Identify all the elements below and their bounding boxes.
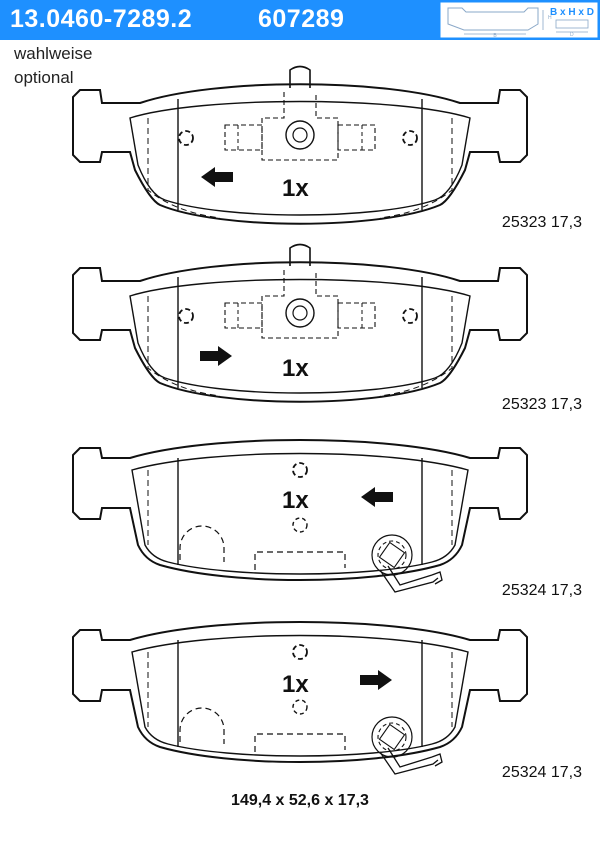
note-wahlweise: wahlweise (14, 44, 93, 63)
note-optional: optional (14, 68, 74, 87)
pad-4: 1x (72, 621, 528, 775)
svg-text:D: D (570, 32, 574, 38)
pad-2-arrow-right-icon (200, 346, 232, 366)
pad-4-outline (72, 621, 528, 775)
pad-3-arrow-left-icon (361, 487, 393, 507)
header-bar: 13.0460-7289.2 607289 B H D B x H x D (0, 0, 600, 40)
overall-dimensions: 149,4 x 52,6 x 17,3 (231, 792, 369, 809)
svg-text:B: B (493, 33, 497, 38)
pad-1-quantity: 1x (282, 175, 309, 202)
pad-2: 1x (72, 243, 528, 403)
reference-number: 607289 (258, 5, 345, 33)
pad-3: 1x (72, 439, 528, 593)
pad-2-quantity: 1x (282, 355, 309, 382)
article-number: 13.0460-7289.2 (10, 5, 193, 33)
pad-1: 1x (72, 65, 528, 225)
dims-icon-label: B x H x D (550, 7, 594, 18)
pad-4-quantity: 1x (282, 671, 309, 698)
pad-1-code: 25323 17,3 (501, 214, 582, 231)
svg-text:H: H (548, 15, 552, 21)
pad-4-arrow-right-icon (360, 670, 392, 690)
pad-3-code: 25324 17,3 (501, 582, 582, 599)
pad-dimension-icon: B H D B x H x D (440, 2, 598, 38)
pad-3-outline (72, 439, 528, 593)
pad-2-code: 25323 17,3 (501, 396, 582, 413)
pad-4-code: 25324 17,3 (501, 764, 582, 781)
pad-3-quantity: 1x (282, 487, 309, 514)
pad-1-arrow-left-icon (201, 167, 233, 187)
